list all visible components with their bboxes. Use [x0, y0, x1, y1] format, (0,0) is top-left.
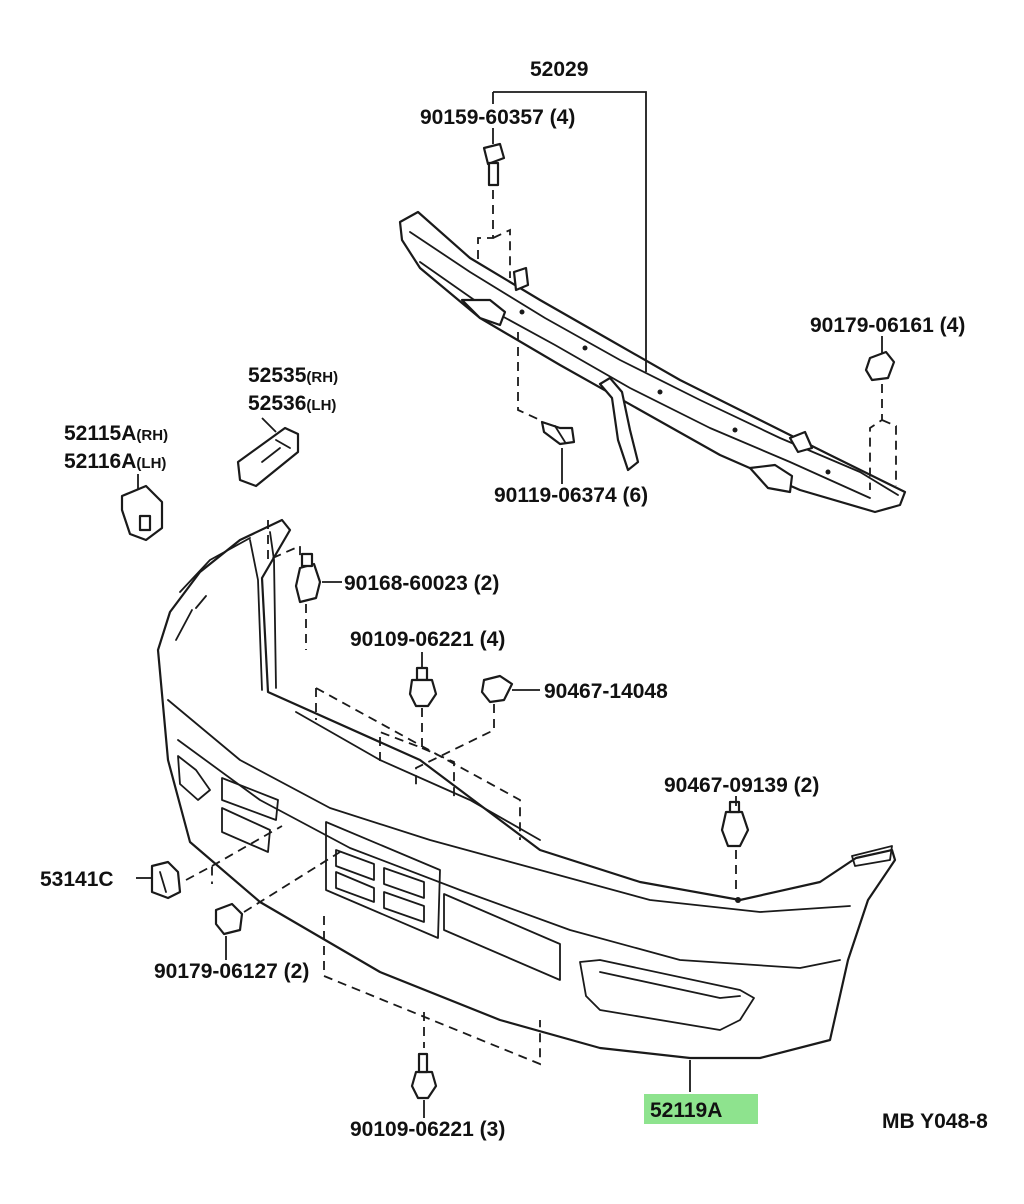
bracket-52535-icon	[236, 426, 300, 488]
part-label-bracket-rh: 52535(RH)	[248, 364, 338, 387]
part-label-nut-lower: 90179-06127 (2)	[154, 960, 309, 983]
highlight-box	[644, 1094, 758, 1124]
retainer-53141C-icon	[150, 860, 182, 900]
bolt-icon	[482, 142, 506, 187]
part-label-bolt-bottom: 90109-06221 (3)	[350, 1118, 505, 1141]
nut-icon	[214, 902, 244, 936]
part-label-screw: 90119-06374 (6)	[494, 484, 648, 507]
part-label-reinforcement: 52029	[530, 58, 588, 81]
screw-icon	[540, 420, 576, 446]
part-label-bracket-lh: 52536(LH)	[248, 392, 336, 415]
bolt-icon	[294, 552, 322, 604]
part-label-bumper-cover[interactable]: 52119A	[650, 1099, 722, 1122]
part-label-bolt-center: 90109-06221 (4)	[350, 628, 505, 651]
part-label-bolt-top: 90159-60357 (4)	[420, 106, 575, 129]
plug-icon	[480, 674, 514, 704]
bolt-icon	[408, 666, 438, 708]
clip-icon	[720, 800, 750, 848]
bumper-cover	[156, 518, 897, 1060]
part-label-nut-right: 90179-06161 (4)	[810, 314, 965, 337]
part-label-retainer-lower: 53141C	[40, 868, 114, 891]
nut-icon	[864, 350, 896, 382]
part-label-bolt-side: 90168-60023 (2)	[344, 572, 499, 595]
part-label-plug: 90467-14048	[544, 680, 668, 703]
part-label-clip: 90467-09139 (2)	[664, 774, 819, 797]
part-label-retainer-rh: 52115A(RH)	[64, 422, 168, 445]
part-label-retainer-lh: 52116A(LH)	[64, 450, 166, 473]
drawing-code: MB Y048-8	[882, 1110, 988, 1133]
bumper-reinforcement-beam	[398, 210, 907, 514]
bolt-icon	[410, 1052, 438, 1100]
retainer-52115A-icon	[120, 484, 164, 542]
